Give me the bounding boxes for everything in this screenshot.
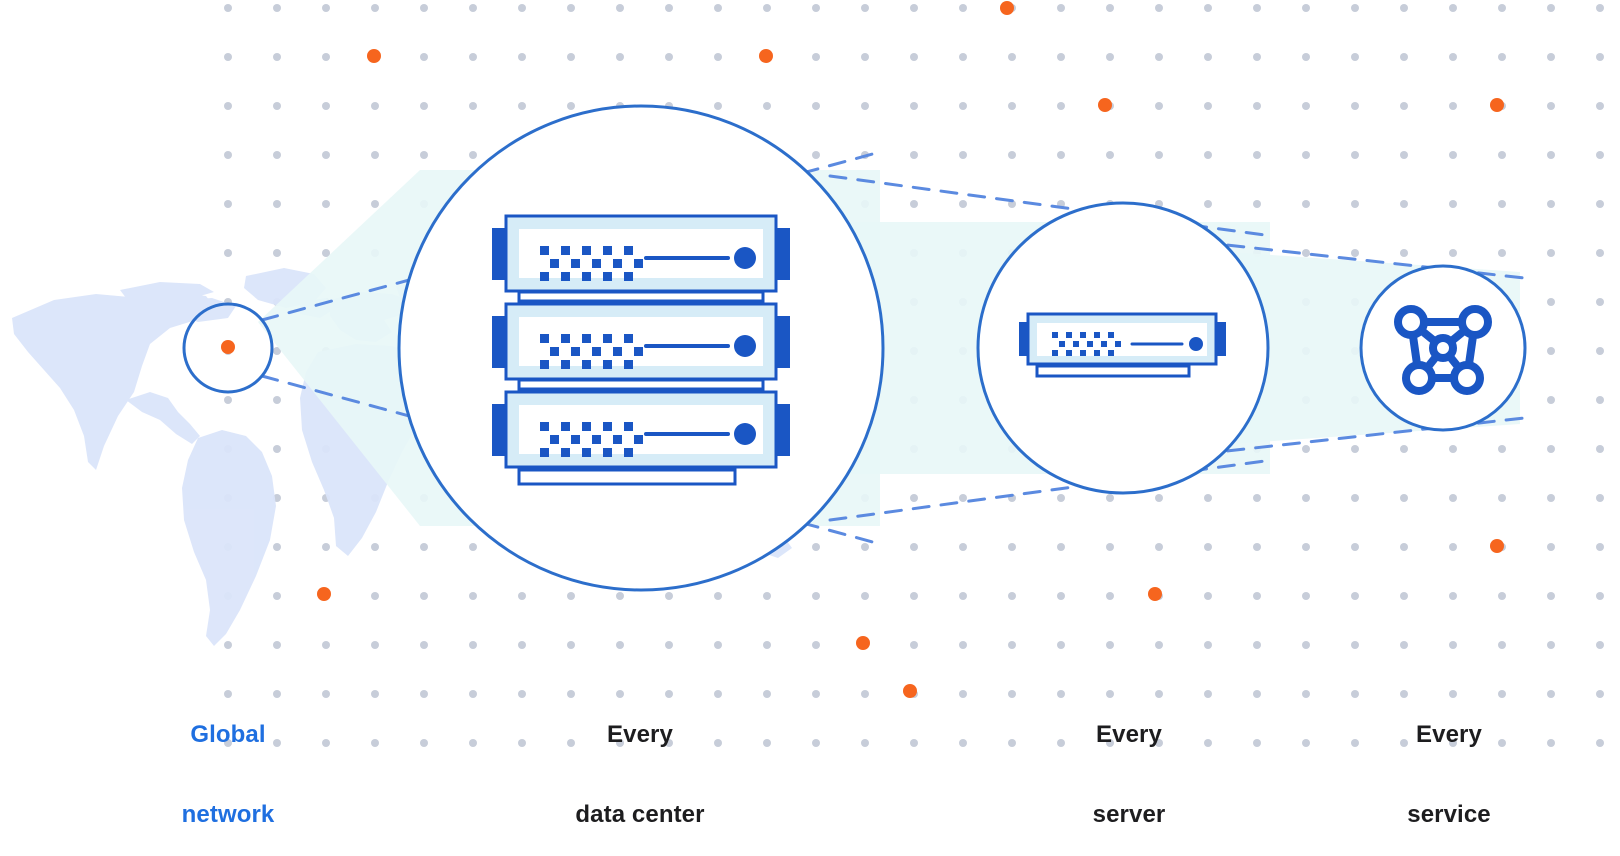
single-server-icon (1019, 312, 1226, 378)
map-location-pin-icon (221, 340, 235, 354)
server-rack-base (517, 468, 737, 486)
label-every-service-line2: service (1407, 801, 1491, 829)
label-every-data-center-line2: data center (575, 801, 705, 829)
highlight-dots (317, 1, 1504, 698)
graph-node-bottom-left (1402, 361, 1436, 395)
graph-node-bottom-right (1450, 361, 1484, 395)
label-global-network-line2: network (181, 801, 275, 829)
server-unit-2 (492, 302, 790, 391)
graph-node-top-left (1394, 305, 1428, 339)
server-rack-icon (492, 214, 790, 486)
diagram-canvas (12, 1, 1604, 747)
graph-node-center (1429, 334, 1457, 362)
diagram-svg (12, 1, 1604, 747)
server-unit-1 (492, 214, 790, 303)
circle-global-network (182, 302, 274, 394)
graph-node-top-right (1458, 305, 1492, 339)
label-every-server-line2: server (1092, 801, 1166, 829)
server-unit-3 (492, 390, 790, 469)
